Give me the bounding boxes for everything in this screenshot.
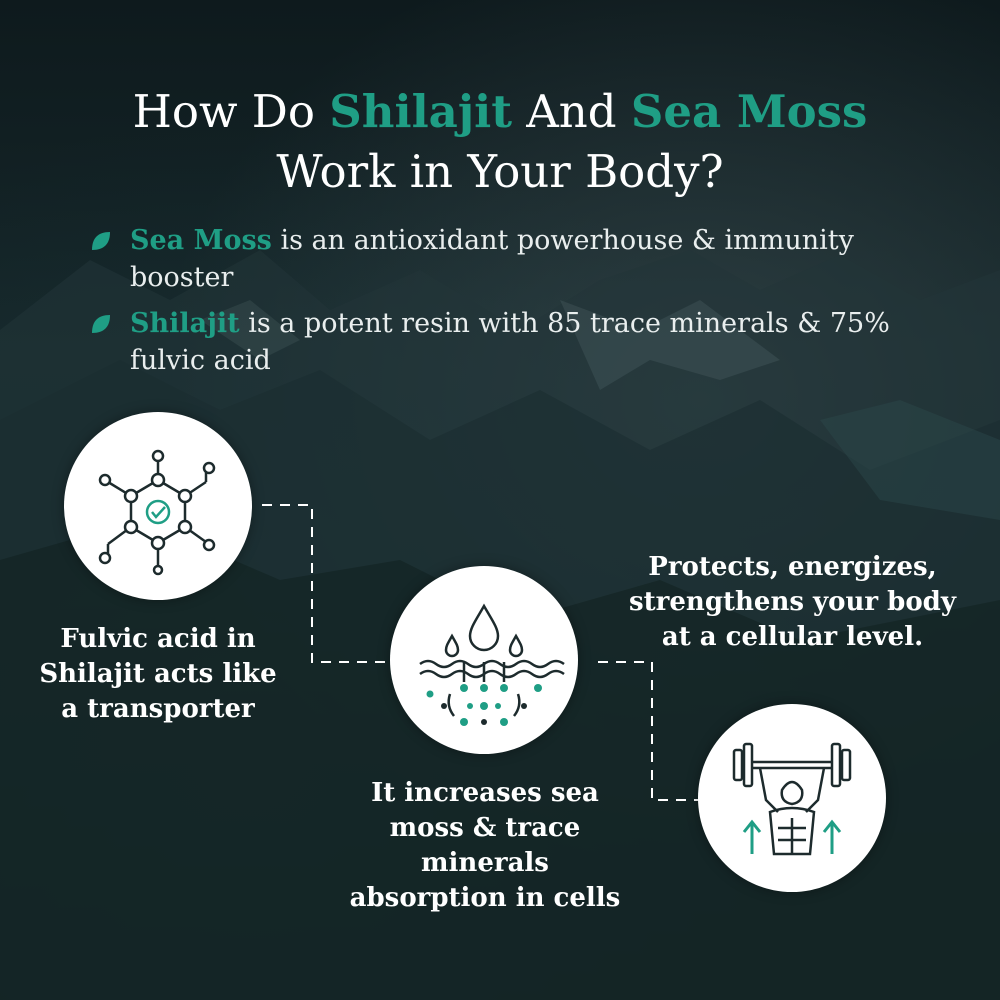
page-title: How Do Shilajit And Sea Moss Work in You…: [0, 82, 1000, 202]
absorption-circle: [390, 566, 578, 754]
weightlifter-circle: [698, 704, 886, 892]
weightlifter-icon: [732, 742, 852, 856]
caption-absorption: It increases sea moss & trace minerals a…: [349, 778, 621, 913]
molecule-circle: [64, 412, 252, 600]
bullet-text: is an antioxidant powerhouse & immunity …: [130, 225, 854, 293]
title-accent-sea-moss: Sea Moss: [630, 85, 868, 138]
bullet-text: is a potent resin with 85 trace minerals…: [130, 308, 890, 376]
title-line-1: How Do Shilajit And Sea Moss: [132, 85, 868, 138]
bullet-accent: Sea Moss: [130, 225, 272, 256]
caption-transporter: Fulvic acid in Shilajit acts like a tran…: [39, 624, 277, 724]
title-line-2: Work in Your Body?: [276, 145, 724, 198]
title-accent-shilajit: Shilajit: [329, 85, 512, 138]
water-absorption-icon: [419, 603, 565, 726]
leaf-bullet-icon: [92, 232, 110, 250]
leaf-bullet-icon: [92, 315, 110, 333]
bullet-shilajit: Shilajit is a potent resin with 85 trace…: [90, 305, 930, 379]
caption-protects: Protects, energizes, strengthens your bo…: [629, 552, 956, 652]
molecule-check-icon: [98, 449, 216, 576]
bullet-accent: Shilajit: [130, 308, 240, 339]
bullet-sea-moss: Sea Moss is an antioxidant powerhouse & …: [90, 222, 930, 296]
